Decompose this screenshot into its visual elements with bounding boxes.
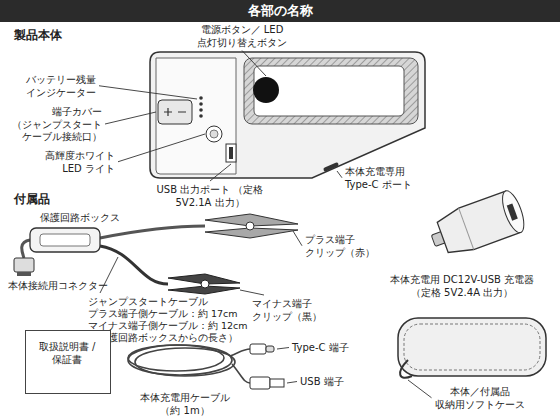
leader-line (287, 382, 297, 384)
leader-line (118, 134, 205, 162)
cable-spec: ジャンプスタートケーブル (88, 296, 208, 308)
part-name: 本体／付属品 収納用ソフトケース (432, 386, 527, 411)
leader-line (277, 348, 289, 350)
leader-line (293, 231, 302, 246)
soft-case (398, 318, 546, 378)
part-name: 保護回路ボックス (40, 212, 120, 225)
part-name: 本体充電用 DC12V-USB 充電器 （定格 5V2.4A 出力） (382, 274, 542, 299)
part-name: 高輝度ホワイト LED ライト (40, 150, 115, 175)
part-name: USB 出力ポート （定格 5V2.1A 出力） (150, 184, 270, 209)
charging-cable (128, 344, 284, 389)
part-name: 本体接続用コネクター (8, 280, 108, 292)
part-name: 電源ボタン／ LED 点灯切り替えボタン (192, 24, 292, 49)
car-charger (426, 188, 528, 261)
page-title: 各部の名称 (0, 3, 560, 19)
cable-spec: マイナス端子側ケーブル：約 12cm (88, 320, 248, 332)
part-name: 本体充電用ケーブル （約 1m） (135, 392, 235, 417)
part-name: バッテリー残量 インジケーター (22, 74, 96, 99)
leader-line (99, 86, 197, 99)
part-name: 本体充電専用 Type-C ポート (345, 166, 423, 191)
title-band (0, 0, 560, 22)
leader-line (242, 51, 266, 77)
part-name: マイナス端子 クリップ（黒） (252, 298, 327, 323)
leader-line (210, 164, 231, 181)
document-box: 取扱説明書 / 保証書 (25, 330, 111, 394)
leader-line (240, 290, 264, 295)
section-heading: 付属品 (14, 192, 50, 207)
part-name: Type-C 端子 (292, 342, 349, 355)
leader-line (337, 171, 342, 178)
cable-spec: プラス端子側ケーブル：約 17cm (88, 308, 238, 320)
section-heading: 製品本体 (14, 28, 62, 43)
part-name: 端子カバー （ジャンプスタート ケーブル接続口） (10, 106, 102, 144)
document-title: 取扱説明書 / 保証書 (36, 341, 98, 366)
part-name: USB 端子 (300, 376, 344, 389)
leader-line (408, 380, 432, 398)
part-name: プラス端子 クリップ（赤） (305, 234, 380, 259)
leader-line (105, 112, 156, 124)
jump-starter-body (150, 52, 425, 178)
